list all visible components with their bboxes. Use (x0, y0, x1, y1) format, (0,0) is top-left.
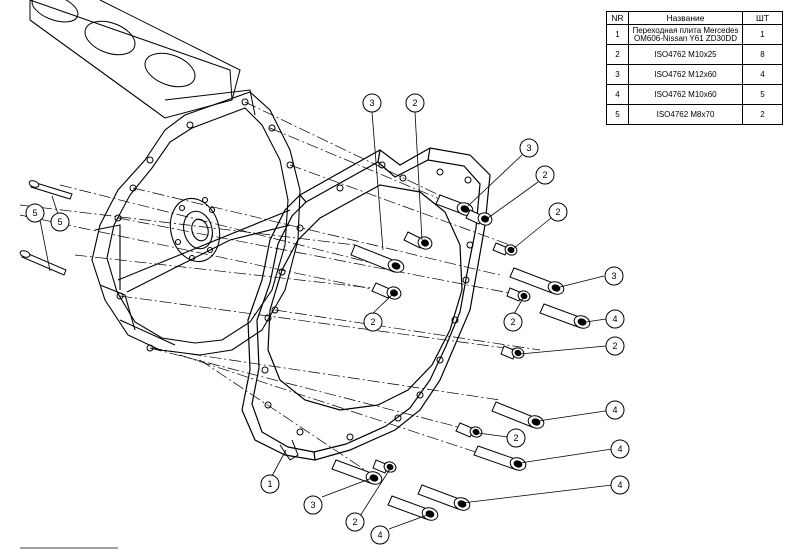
bill-of-materials: NR Название ШТ 1 Переходная плита Merced… (606, 11, 783, 125)
balloons: 3 2 3 2 2 5 5 3 2 4 2 4 2 4 1 3 2 4 4 (25, 93, 630, 545)
bolt-m10x60-right-4 (417, 484, 471, 511)
balloon-label: 4 (617, 480, 622, 490)
bolt-m10x25-right-3 (506, 287, 531, 302)
bolt-m8x70-upper (28, 180, 73, 200)
bom-qty: 2 (742, 104, 783, 125)
balloon-label: 2 (412, 98, 417, 108)
bom-name: ISO4762 M10x25 (628, 44, 743, 65)
bolt-m10x25-right-1 (465, 209, 493, 226)
bom-nr: 2 (606, 44, 629, 65)
bom-header-qty: ШТ (742, 11, 783, 25)
balloon-bottom-2: 2 (345, 512, 365, 532)
bolt-m10x60-right-2 (491, 401, 545, 429)
bolt-m12x60-right-mid (509, 267, 565, 295)
bolt-m10x25-right-4 (500, 345, 525, 360)
balloon-label: 2 (352, 517, 357, 527)
plate-bolt-holes (261, 161, 474, 441)
balloon-label: 3 (611, 271, 616, 281)
balloon-label: 5 (57, 217, 62, 227)
balloon-label: 2 (513, 433, 518, 443)
bolt-m10x25-right-5 (455, 422, 483, 438)
bom-nr: 5 (606, 104, 629, 125)
bolt-m8x70-lower (19, 250, 67, 276)
plate-tab (279, 439, 299, 461)
bom-row: 2 ISO4762 M10x25 8 (606, 44, 783, 65)
bolt-m10x60-bottom (387, 495, 439, 521)
bom-nr: 4 (606, 84, 629, 105)
balloon-label: 3 (369, 98, 374, 108)
bolt-m10x60-right-1 (539, 303, 591, 329)
bom-name: ISO4762 M10x60 (628, 84, 743, 105)
bolt-m10x25-bottom (372, 459, 397, 474)
bom-header-row: NR Название ШТ (606, 11, 783, 25)
balloon-label: 2 (555, 207, 560, 217)
bom-header-nr: NR (606, 11, 629, 25)
balloon-label: 4 (617, 444, 622, 454)
balloon-label: 4 (612, 314, 617, 324)
bolt-m10x25-center-b (371, 282, 402, 300)
bom-row: 5 ISO4762 M8x70 2 (606, 104, 783, 125)
balloon-label: 2 (510, 317, 515, 327)
balloon-label: 5 (32, 208, 37, 218)
bom-row: 3 ISO4762 M12x60 4 (606, 64, 783, 85)
bolt-m12x60-center (350, 244, 405, 273)
bolt-m10x60-right-3 (473, 445, 527, 471)
balloon-label: 2 (612, 341, 617, 351)
bom-qty: 4 (742, 64, 783, 85)
bom-qty: 8 (742, 44, 783, 65)
balloon-label: 4 (612, 405, 617, 415)
alignment-lines (19, 101, 541, 481)
balloon-label: 3 (526, 143, 531, 153)
bom-name: ISO4762 M12x60 (628, 64, 743, 85)
engine-block (29, 0, 256, 119)
housing-bolt-holes (114, 98, 294, 352)
balloon-label: 2 (370, 317, 375, 327)
bom-nr: 1 (606, 24, 629, 45)
bolts (19, 180, 591, 521)
bolt-m10x25-center-a (403, 231, 433, 250)
leader-lines (20, 111, 613, 549)
bom-row: 1 Переходная плита Mercedes OM606-Nissan… (606, 24, 783, 45)
bom-name: ISO4762 M8x70 (628, 104, 743, 125)
bom-row: 4 ISO4762 M10x60 5 (606, 84, 783, 105)
bom-nr: 3 (606, 64, 629, 85)
bom-qty: 1 (742, 24, 783, 45)
bom-qty: 5 (742, 84, 783, 105)
engine-rear-housing (91, 91, 301, 356)
bolt-m12x60-bottom (331, 459, 383, 485)
bom-name: Переходная плита Mercedes OM606-Nissan Y… (628, 24, 743, 45)
balloon-label: 4 (377, 530, 382, 540)
bom-header-name: Название (628, 11, 743, 25)
balloon-label: 3 (310, 500, 315, 510)
balloon-label: 1 (267, 479, 272, 489)
bolt-m10x25-right-2 (492, 242, 518, 256)
balloon-label: 2 (542, 170, 547, 180)
